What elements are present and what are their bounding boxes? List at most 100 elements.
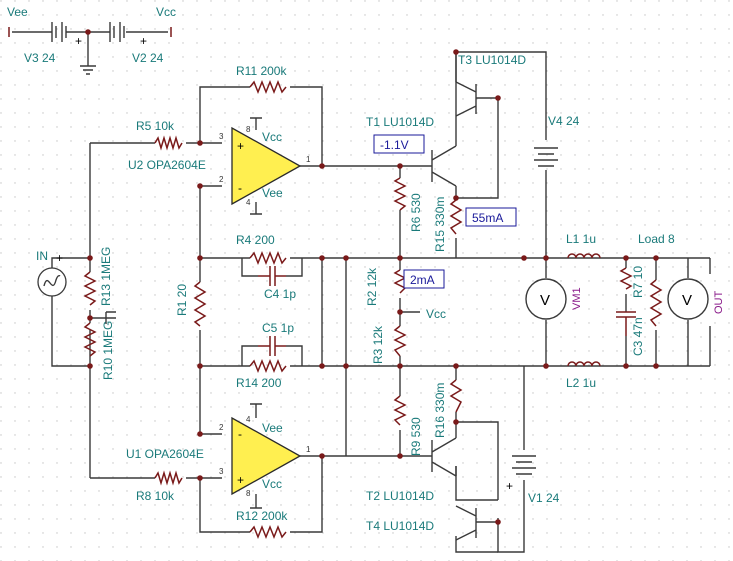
u2-plus-input: + [237, 139, 244, 153]
r1-label: R1 20 [175, 284, 189, 316]
in-label: IN [36, 249, 48, 263]
r3 [393, 325, 407, 357]
t1-label: T1 LU1014D [366, 115, 434, 129]
u1-pin-1: 1 [306, 445, 311, 454]
r7 [619, 267, 633, 290]
u2-vee-label: Vee [262, 186, 283, 200]
vcc-net-label: Vcc [156, 5, 176, 19]
t3-label: T3 LU1014D [458, 53, 526, 67]
r16-label: R16 330m [433, 383, 447, 438]
capacitors [106, 266, 636, 356]
v2-label: V2 24 [132, 51, 164, 65]
v4-label: V4 24 [548, 114, 580, 128]
in-plus-sign: + [56, 251, 63, 265]
t2-label: T2 LU1014D [366, 489, 434, 503]
r4-label: R4 200 [236, 233, 275, 247]
u2-pin-3: 3 [219, 132, 224, 141]
u2-vcc-label: Vcc [262, 130, 282, 144]
r8-label: R8 10k [136, 489, 175, 503]
load-label: Load 8 [638, 232, 675, 246]
v3-label: V3 24 [24, 51, 56, 65]
r13 [83, 271, 97, 306]
opamp-u1: - + 2 3 1 4 8 Vee Vcc [219, 403, 311, 509]
r3-label: R3 12k [371, 325, 385, 364]
r6-label: R6 530 [409, 193, 423, 232]
u2-pin-2: 2 [219, 175, 224, 184]
c5-label: C5 1p [262, 321, 294, 335]
supply-v3-v2: + + Vee Vcc V3 24 V2 24 [7, 5, 176, 75]
r2 [393, 269, 407, 294]
vm1-label: VM1 [571, 287, 583, 310]
t4-label: T4 LU1014D [366, 519, 434, 533]
r12 [249, 524, 287, 540]
l2-label: L2 1u [566, 376, 596, 390]
c4-label: C4 1p [264, 287, 296, 301]
r6 [393, 177, 407, 211]
u1-vcc-label: Vcc [262, 477, 282, 491]
voltage-tag: -1.1V [380, 138, 409, 152]
r5 [154, 135, 183, 151]
voltmeters: V V [525, 278, 709, 320]
batteries: + [506, 147, 558, 493]
input-source: + IN [36, 249, 67, 297]
c3-label: C3 47n [631, 317, 645, 356]
r1 [193, 281, 207, 327]
l2 [567, 361, 601, 367]
u2-label: U2 OPA2604E [128, 158, 206, 172]
r16 [449, 379, 463, 413]
current-mid-tag: 2mA [410, 273, 435, 287]
r3-vcc-label: Vcc [426, 307, 446, 321]
r15 [449, 199, 463, 235]
r12-label: R12 200k [236, 509, 288, 523]
r11 [249, 79, 287, 95]
u2-pin-4: 4 [246, 198, 251, 207]
u2-pin-1: 1 [306, 155, 311, 164]
transistors [431, 52, 498, 541]
r14-label: R14 200 [236, 376, 282, 390]
v1-plus-sign: + [506, 479, 513, 493]
r11-label: R11 200k [236, 64, 287, 78]
u1-label: U1 OPA2604E [126, 447, 204, 461]
out-label: OUT [713, 291, 725, 315]
r2-label: R2 12k [365, 267, 379, 306]
load [649, 279, 663, 327]
r4 [249, 250, 287, 266]
r10-label: R10 1MEG [101, 321, 115, 380]
u2-pin-8: 8 [246, 125, 251, 134]
v1-label: V1 24 [528, 491, 560, 505]
l1 [567, 253, 601, 259]
resistors [83, 79, 663, 540]
u1-pin-2: 2 [219, 423, 224, 432]
u1-vee-label: Vee [262, 421, 283, 435]
measurement-tags: -1.1V 55mA 2mA [373, 134, 517, 289]
u1-pin-8: 8 [246, 489, 251, 498]
junctions [87, 49, 659, 525]
v2-plus-sign: + [140, 34, 147, 48]
opamp-u2: + - 3 2 1 8 4 Vcc Vee [219, 117, 311, 215]
u1-minus-input: - [238, 427, 242, 441]
r13-label: R13 1MEG [99, 247, 113, 306]
r5-label: R5 10k [136, 119, 175, 133]
wiring [51, 51, 711, 553]
vm1-symbol: V [540, 292, 550, 309]
r10 [83, 322, 97, 357]
u1-pin-3: 3 [219, 467, 224, 476]
r9 [393, 395, 407, 426]
r7-label: R7 10 [631, 266, 645, 298]
u1-pin-4: 4 [246, 415, 251, 424]
current-top-tag: 55mA [472, 211, 503, 225]
r9-label: R9 530 [409, 417, 423, 456]
r15-label: R15 330m [433, 197, 447, 252]
l1-label: L1 1u [566, 232, 596, 246]
out-meter-symbol: V [682, 292, 692, 309]
v3-plus-sign: + [75, 34, 82, 48]
r14 [249, 358, 287, 374]
component-labels: R11 200k R5 10k U2 OPA2604E T1 LU1014D T… [99, 53, 725, 533]
r8 [154, 470, 183, 486]
inductors [567, 253, 601, 367]
u1-plus-input: + [237, 473, 244, 487]
vee-net-label: Vee [7, 5, 28, 19]
u2-minus-input: - [238, 181, 242, 195]
